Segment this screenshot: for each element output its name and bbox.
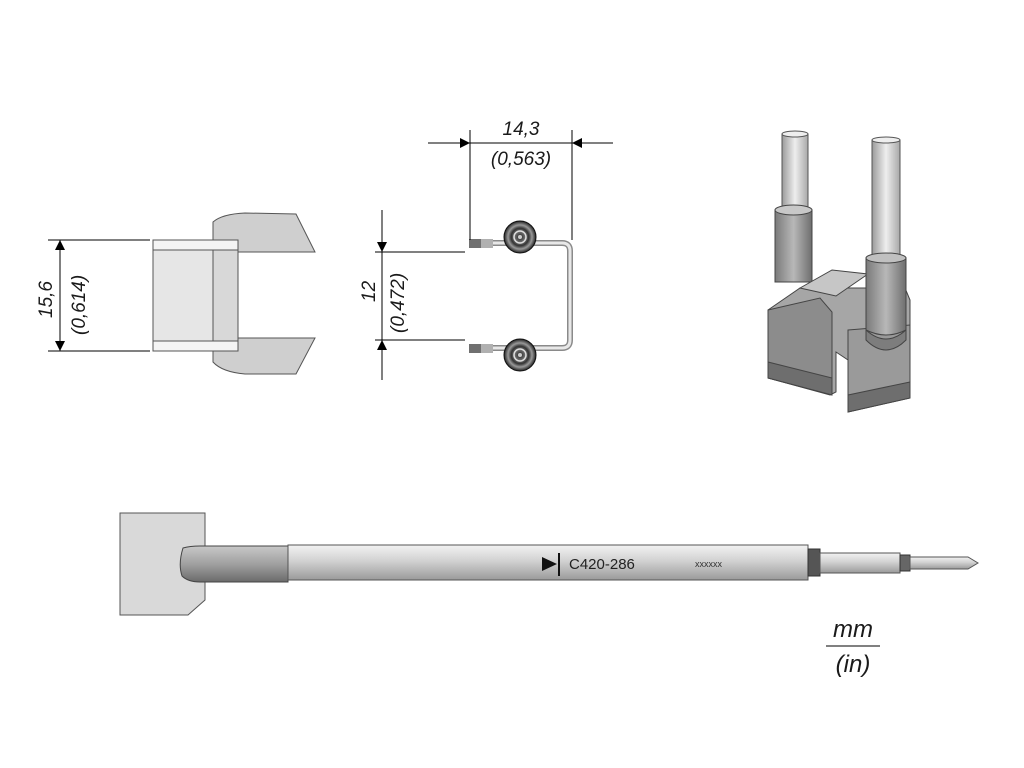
tip-shaft <box>287 544 809 581</box>
units-legend: mm (in) <box>826 616 880 678</box>
tip-head <box>119 512 206 616</box>
side-view: 15,6 (0,614) <box>36 212 316 375</box>
dim-12-mm: 12 <box>359 280 380 302</box>
unit-in: (in) <box>836 651 871 678</box>
dim-12-in: (0,472) <box>388 273 409 333</box>
dim-14-3-mm: 14,3 <box>503 119 540 140</box>
full-tip-view: C420-286 xxxxxx <box>119 512 979 616</box>
serial-placeholder: xxxxxx <box>695 559 723 569</box>
u-wire <box>490 240 573 351</box>
dim-15-6-mm: 15,6 <box>36 281 57 318</box>
iso-view <box>767 130 911 413</box>
dim-15-6-in: (0,614) <box>69 275 90 335</box>
dim-14-3-in: (0,563) <box>491 149 551 170</box>
direction-marker-icon <box>542 557 557 571</box>
top-view: 14,3 (0,563) 12 (0,472) <box>359 119 613 380</box>
unit-mm: mm <box>833 616 873 643</box>
tip-collar <box>179 545 289 583</box>
part-number: C420-286 <box>569 556 635 573</box>
